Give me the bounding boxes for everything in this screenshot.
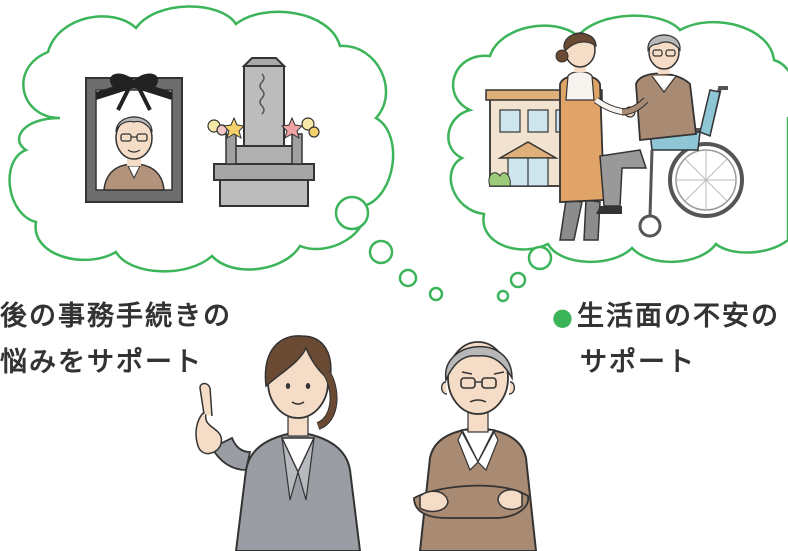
- caption-left-line2: 悩みをサポート: [0, 347, 203, 378]
- memorial-portrait-icon: [85, 73, 183, 203]
- thought-dot: [368, 239, 394, 265]
- caption-right: ●生活面の不安の サポート: [552, 294, 780, 386]
- thought-dot: [398, 268, 418, 288]
- thought-dot: [509, 271, 527, 289]
- caption-left-line1: 後の事務手続きの: [0, 301, 232, 332]
- thought-dot: [496, 289, 510, 303]
- caption-right-line1: ●生活面の不安の: [552, 294, 780, 340]
- caption-right-line2: サポート: [580, 347, 696, 378]
- consultant-woman-icon: [195, 335, 362, 551]
- thought-bubble-right: [447, 14, 788, 303]
- caption-left: 後の事務手続きの 悩みをサポート: [0, 294, 232, 386]
- elderly-man-icon: [413, 341, 538, 551]
- thought-dot: [334, 195, 370, 231]
- thought-dot: [428, 286, 444, 302]
- wheelchair-icon: [596, 34, 744, 238]
- caption-right-line1-text: 生活面の不安の: [576, 301, 780, 332]
- gravestone-icon: [207, 57, 320, 207]
- thought-dot: [527, 245, 553, 271]
- bullet-icon: ●: [552, 303, 575, 331]
